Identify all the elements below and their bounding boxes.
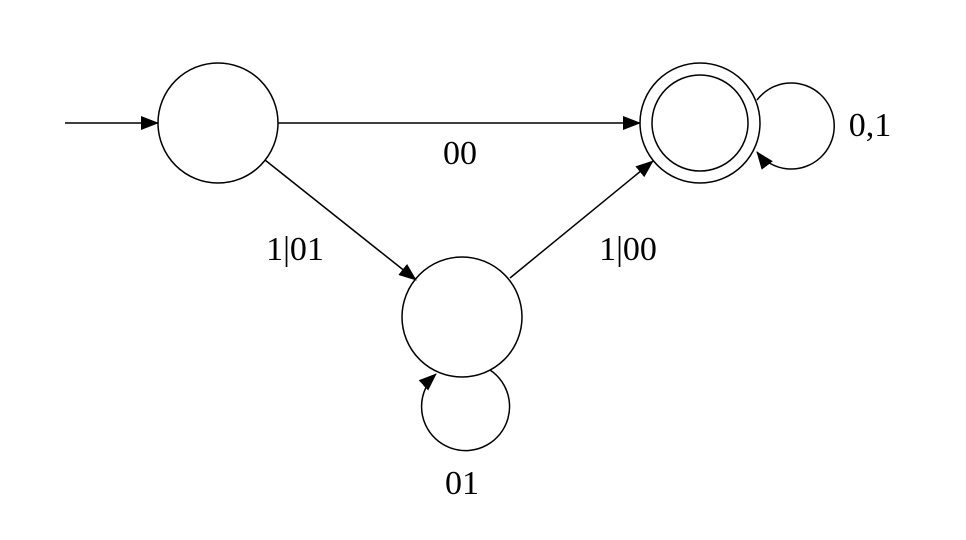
edge-label-middle-final: 1|00 xyxy=(599,231,657,268)
state-final-outer xyxy=(639,62,761,184)
edge-final-loop xyxy=(756,82,835,170)
state-final-inner xyxy=(651,74,749,172)
edge-label-final-loop: 0,1 xyxy=(849,107,892,144)
edge-middle-final xyxy=(509,160,654,279)
edge-start-middle xyxy=(264,159,417,281)
edge-label-start-final: 00 xyxy=(443,135,477,172)
state-start xyxy=(157,62,279,184)
edge-label-middle-loop: 01 xyxy=(445,465,479,502)
edge-middle-loop xyxy=(418,369,511,452)
state-middle xyxy=(401,256,523,378)
edge-label-start-middle: 1|01 xyxy=(266,231,324,268)
